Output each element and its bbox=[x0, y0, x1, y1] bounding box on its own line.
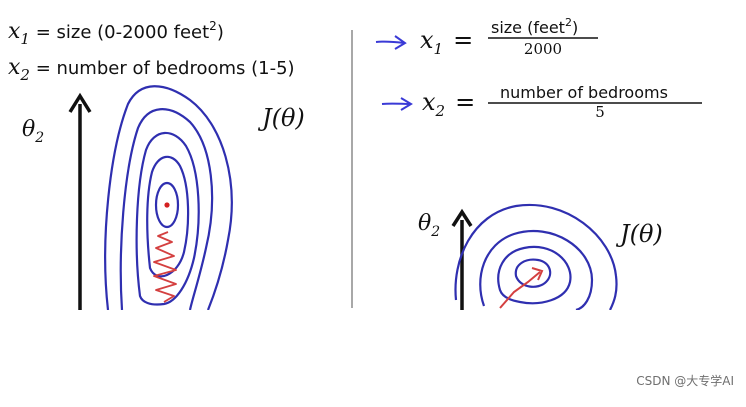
eq1-pointer-arrow bbox=[375, 35, 407, 50]
eq2-numerator: number of bedrooms bbox=[500, 83, 668, 102]
right-axis-arrowhead bbox=[451, 208, 473, 227]
diagram-canvas: x1 = size (0-2000 feet2) x2 = number of … bbox=[8, 16, 702, 310]
left-theta2-label: θ2 bbox=[22, 117, 44, 146]
left-axis-arrowhead bbox=[68, 92, 92, 113]
right-contour-2 bbox=[479, 229, 594, 310]
eq1-lhs: x1= bbox=[420, 26, 473, 58]
left-x2-definition: x2 = number of bedrooms (1-5) bbox=[8, 55, 295, 84]
left-cost-label: J(θ) bbox=[257, 104, 305, 132]
csdn-watermark: CSDN @大专学AI bbox=[636, 374, 734, 388]
left-contours bbox=[104, 85, 233, 310]
left-x1-definition: x1 = size (0-2000 feet2) bbox=[8, 19, 224, 48]
eq2-pointer-arrow bbox=[381, 97, 413, 111]
right-contours bbox=[454, 203, 618, 310]
eq2-lhs: x2= bbox=[422, 88, 475, 120]
eq1-numerator: size (feet2) bbox=[491, 16, 578, 37]
right-gradient-arrowhead bbox=[531, 267, 544, 281]
right-contour-outer bbox=[454, 203, 618, 310]
right-gradient-path bbox=[499, 271, 541, 309]
right-cost-label: J(θ) bbox=[615, 220, 663, 248]
left-minimum-point bbox=[164, 202, 170, 208]
right-contour-3 bbox=[497, 245, 572, 305]
right-contour-inner bbox=[514, 258, 552, 288]
eq2-denominator: 5 bbox=[595, 103, 605, 121]
left-contour-4 bbox=[146, 155, 190, 278]
left-contour-inner bbox=[154, 181, 180, 229]
left-gradient-path bbox=[153, 231, 177, 303]
left-contour-outer bbox=[104, 85, 233, 310]
right-theta2-label: θ2 bbox=[418, 211, 440, 240]
eq1-denominator: 2000 bbox=[524, 40, 562, 58]
left-contour-2 bbox=[119, 108, 214, 310]
left-contour-3 bbox=[135, 131, 200, 306]
